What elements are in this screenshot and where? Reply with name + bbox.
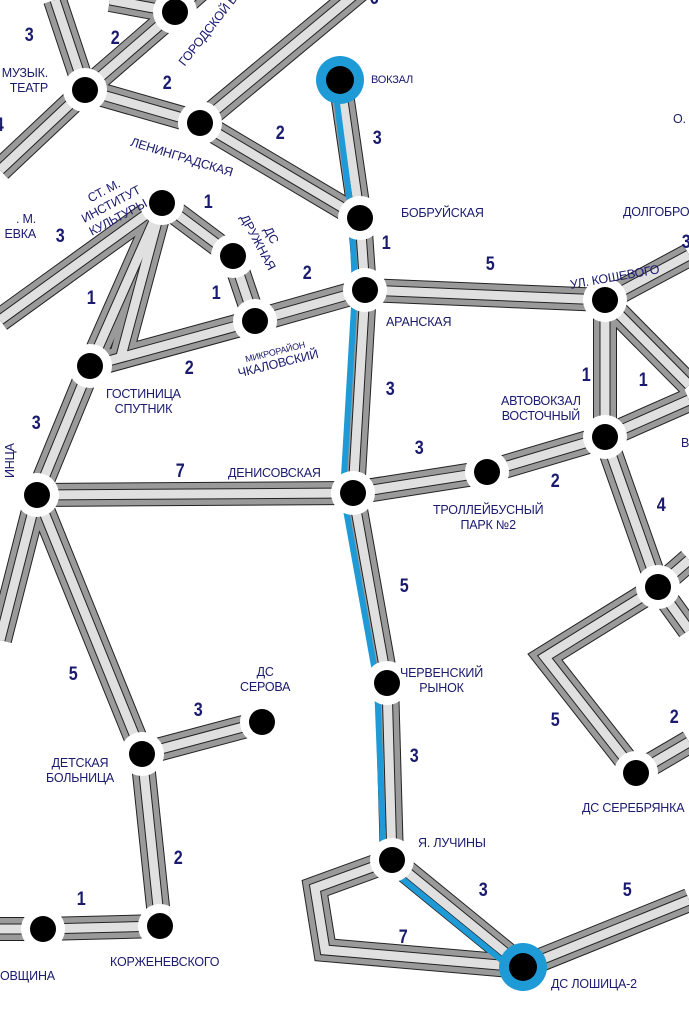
label-text: ПАРК №2 <box>460 518 517 532</box>
segment-number: 2 <box>110 28 120 49</box>
segment-number: 1 <box>203 192 213 213</box>
segment-number: 1 <box>581 365 591 386</box>
segment-number: 3 <box>24 25 34 46</box>
label-text: МУЗЫК. <box>1 66 48 80</box>
station-label-denisovskaya: ДЕНИСОВСКАЯ <box>228 466 321 480</box>
segment-number: 3 <box>385 379 395 400</box>
segment-number: 3 <box>31 413 41 434</box>
station-label-bobruiskaya: БОБРУЙСКАЯ <box>401 206 484 220</box>
segment-number: 2 <box>550 471 560 492</box>
station-label-inca: ИНЦА <box>3 443 17 478</box>
station-label-v: В <box>681 436 689 450</box>
segment-number: 2 <box>302 263 312 284</box>
station-label-muzyk-teatr: МУЗЫК.ТЕАТР <box>0 66 48 96</box>
station-label-vokzal: ВОКЗАЛ <box>371 74 414 86</box>
segment-number: 1 <box>76 889 86 910</box>
station-label-aranskaya: АРАНСКАЯ <box>386 315 452 329</box>
segment-number: 4 <box>0 115 4 137</box>
segment-number: 7 <box>175 461 185 482</box>
segment-number: 3 <box>372 128 382 149</box>
label-text: ДС <box>256 665 274 679</box>
station-label-ya-luchiny: Я. ЛУЧИНЫ <box>418 836 486 850</box>
segment-number: 7 <box>398 927 408 948</box>
label-text: ДЕТСКАЯ <box>51 756 109 770</box>
segment-number: 3 <box>193 700 203 721</box>
segment-number: 3 <box>682 232 689 254</box>
station-label-korzhenevskogo: КОРЖЕНЕВСКОГО <box>110 955 220 969</box>
segment-number: 6 <box>370 0 379 10</box>
label-text: ЧЕРВЕНСКИЙ <box>400 666 483 680</box>
segment-number: 4 <box>656 495 666 516</box>
label-text: ТРОЛЛЕЙБУСНЫЙ <box>433 503 544 517</box>
station-label-ds-loshitsa-2: ДС ЛОШИЦА-2 <box>551 977 637 991</box>
label-text: РЫНОК <box>419 681 464 695</box>
segment-number: 2 <box>275 123 285 144</box>
label-text: АВТОВОКЗАЛ <box>501 394 581 408</box>
segment-number: 5 <box>485 254 495 275</box>
segment-number: 5 <box>550 710 560 731</box>
segment-number: 2 <box>162 73 172 94</box>
label-text: ГОСТИНИЦА <box>106 387 181 401</box>
segment-number: 3 <box>55 226 65 247</box>
segment-number: 3 <box>478 880 488 901</box>
label-text: ЕВКА <box>4 227 37 241</box>
segment-number: 1 <box>381 233 391 254</box>
segment-number: 1 <box>86 288 96 309</box>
segment-number: 3 <box>409 746 419 767</box>
station-label-dolgobrodskaya: ДОЛГОБРО <box>623 205 689 219</box>
segment-number: 2 <box>173 848 183 869</box>
segment-number: 3 <box>414 438 424 459</box>
label-text: СПУТНИК <box>114 402 173 416</box>
segment-number: 5 <box>622 880 632 901</box>
label-text: ВОСТОЧНЫЙ <box>501 409 581 423</box>
label-text: . М. <box>15 212 36 226</box>
label-text: СЕРОВА <box>240 680 291 694</box>
station-label-m-evka: . М.ЕВКА <box>0 212 37 242</box>
station-label-o: О. <box>673 112 686 126</box>
segment-number: 1 <box>211 283 221 304</box>
segment-number: 5 <box>399 576 409 597</box>
label-text: БОЛЬНИЦА <box>46 771 115 785</box>
segment-number: 1 <box>638 370 648 391</box>
segment-number: 2 <box>669 707 679 728</box>
stops <box>15 0 680 991</box>
segment-number: 2 <box>184 358 194 379</box>
station-label-ovshchina: ОВЩИНА <box>0 969 55 983</box>
segment-number: 5 <box>68 664 78 685</box>
station-label-ds-serebryanka: ДС СЕРЕБРЯНКА <box>582 801 685 815</box>
label-text: ТЕАТР <box>9 81 49 95</box>
